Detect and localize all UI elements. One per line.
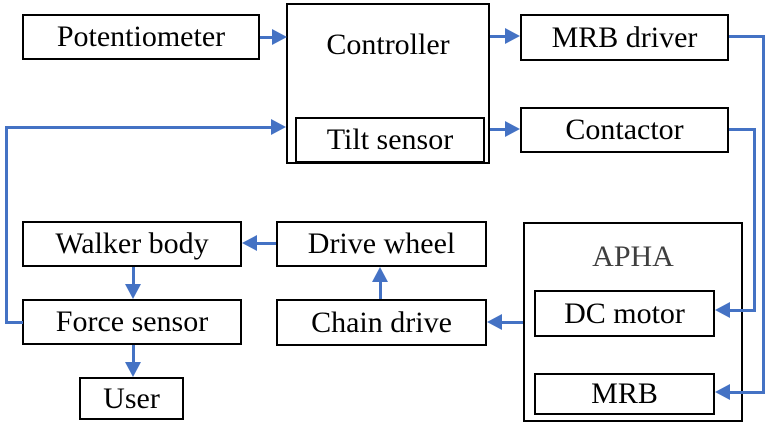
node-drive-wheel: Drive wheel	[276, 221, 487, 267]
arrow-mrb-driver-to-mrb-head-icon	[715, 384, 730, 400]
arrow-force-sensor-to-tilt-sensor-stem-bottom	[5, 320, 23, 324]
arrow-force-sensor-to-tilt-sensor-head-icon	[271, 119, 286, 135]
node-mrb: MRB	[534, 373, 715, 415]
arrow-potentiometer-to-controller-stem	[260, 35, 274, 39]
arrow-contactor-to-dc-motor-stem-vertical	[753, 127, 756, 312]
arrow-tilt-sensor-to-contactor-stem	[490, 127, 507, 131]
node-contactor: Contactor	[520, 107, 729, 153]
node-tilt-sensor: Tilt sensor	[295, 117, 485, 163]
arrow-walker-body-to-force-sensor-head-icon	[125, 284, 141, 299]
arrow-apha-to-chain-drive-stem	[501, 320, 523, 324]
node-mrb-driver: MRB driver	[520, 14, 729, 61]
node-walker-body: Walker body	[22, 221, 242, 267]
arrow-mrb-driver-to-mrb-stem-top	[729, 34, 765, 38]
arrow-drive-wheel-to-walker-body-head-icon	[242, 235, 257, 251]
node-controller-label: Controller	[326, 28, 450, 61]
arrow-force-sensor-to-user-head-icon	[125, 362, 141, 377]
node-chain-drive: Chain drive	[276, 299, 487, 346]
arrow-contactor-to-dc-motor-stem-bottom	[729, 308, 756, 312]
arrow-contactor-to-dc-motor-head-icon	[715, 302, 730, 318]
arrow-chain-drive-to-drive-wheel-head-icon	[372, 267, 388, 282]
arrow-chain-drive-to-drive-wheel-stem	[378, 281, 382, 299]
arrow-controller-to-mrb-driver-stem	[490, 34, 507, 38]
arrow-force-sensor-to-tilt-sensor-stem-vertical	[5, 125, 8, 324]
arrow-apha-to-chain-drive-head-icon	[487, 314, 502, 330]
arrow-tilt-sensor-to-contactor-head-icon	[505, 121, 520, 137]
node-potentiometer: Potentiometer	[22, 14, 260, 60]
arrow-walker-body-to-force-sensor-stem	[131, 267, 135, 285]
node-force-sensor: Force sensor	[22, 299, 242, 345]
arrow-potentiometer-to-controller-head-icon	[272, 29, 287, 45]
arrow-mrb-driver-to-mrb-stem-bottom	[729, 390, 764, 394]
node-user: User	[79, 377, 184, 420]
node-dc-motor: DC motor	[534, 290, 715, 337]
arrow-force-sensor-to-tilt-sensor-stem-top	[5, 125, 272, 129]
arrow-controller-to-mrb-driver-head-icon	[505, 28, 520, 44]
node-apha-label: APHA	[592, 240, 674, 273]
arrow-contactor-to-dc-motor-stem-top	[729, 127, 756, 131]
arrow-force-sensor-to-user-stem	[131, 345, 135, 363]
arrow-drive-wheel-to-walker-body-stem	[256, 241, 276, 245]
arrow-mrb-driver-to-mrb-stem-vertical	[762, 34, 765, 394]
